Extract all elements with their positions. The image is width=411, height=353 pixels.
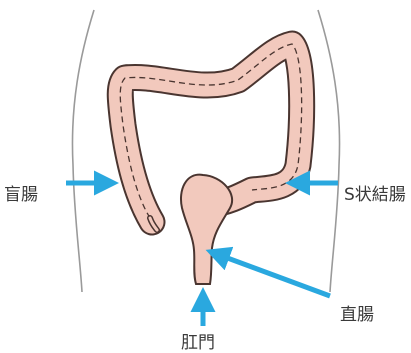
label-rectum: 直腸 — [340, 300, 374, 325]
label-sigmoid-colon: S状結腸 — [344, 180, 406, 205]
torso-left-outline — [72, 10, 94, 292]
arrow-rectum — [214, 253, 330, 296]
label-anus: 肛門 — [181, 328, 215, 353]
torso-right-outline — [318, 10, 340, 292]
label-cecum: 盲腸 — [4, 180, 38, 205]
rectum-shape — [181, 175, 232, 284]
